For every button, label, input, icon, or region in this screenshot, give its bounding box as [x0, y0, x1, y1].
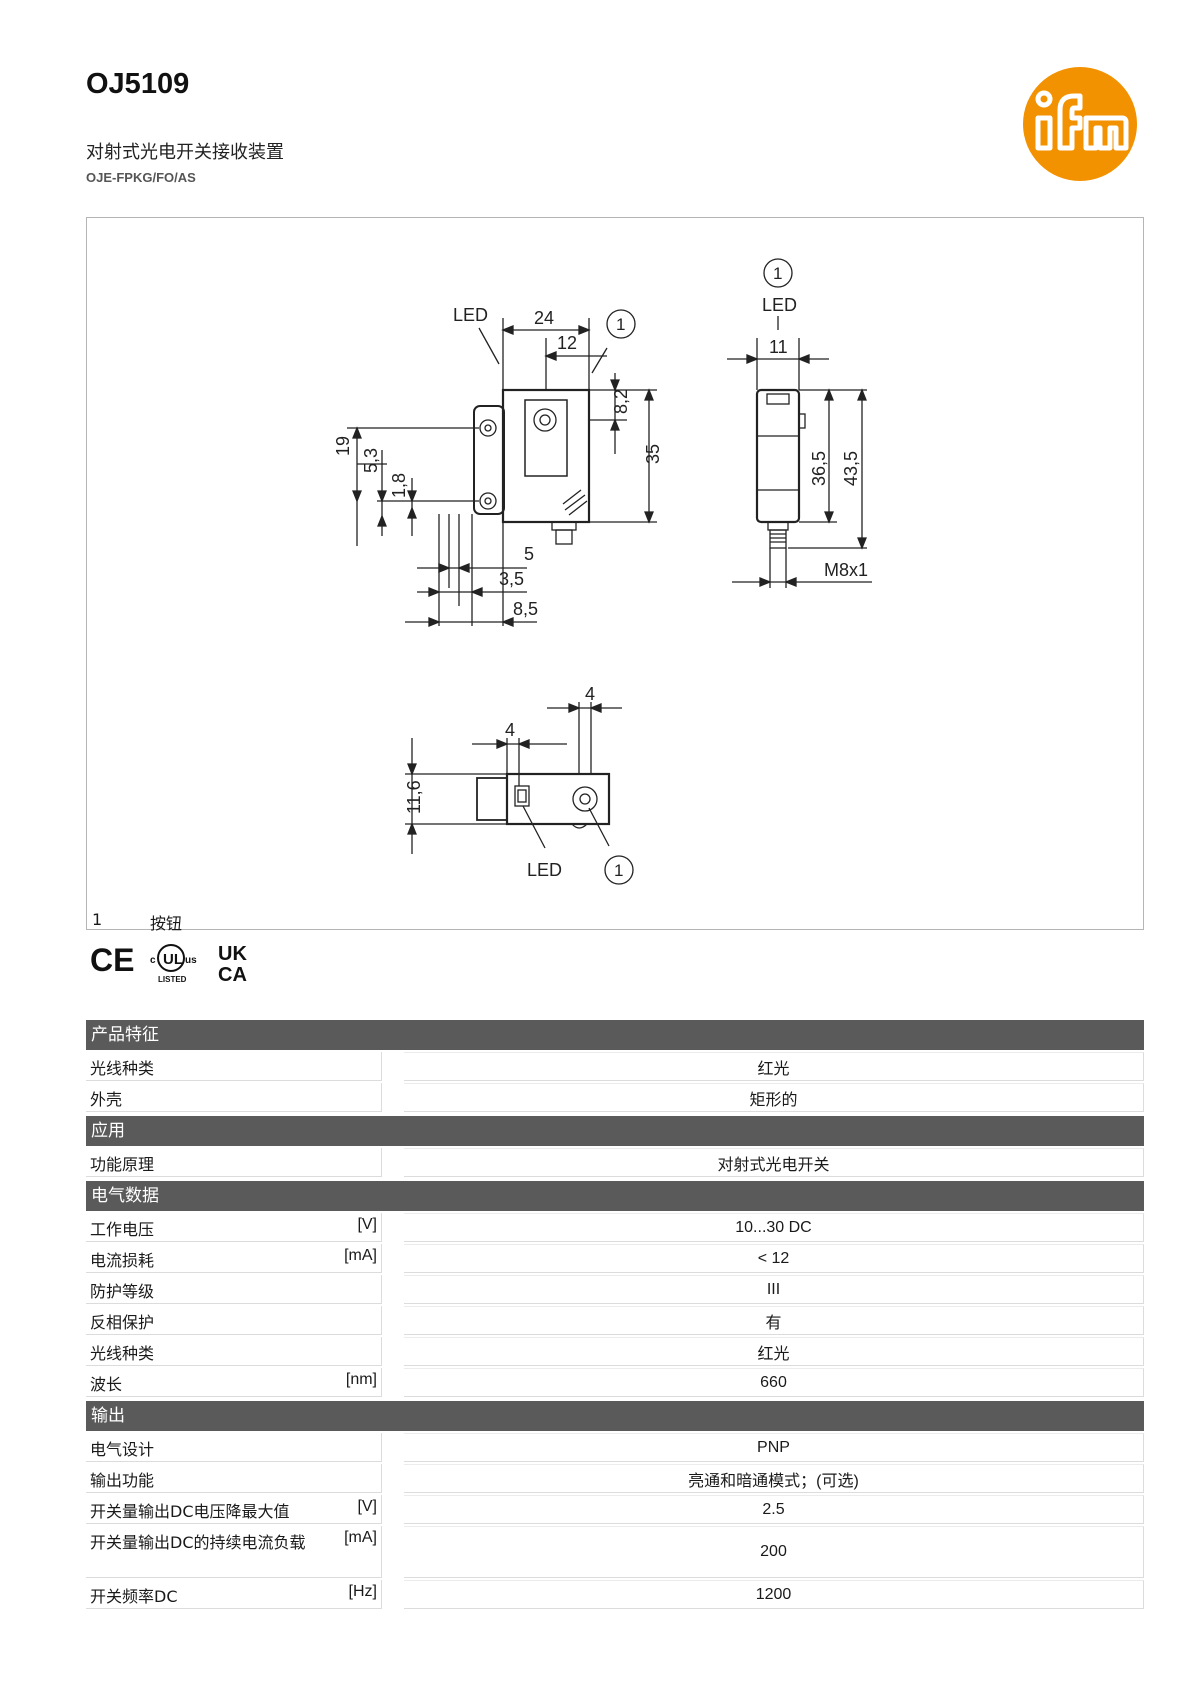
- svg-text:CA: CA: [218, 964, 247, 986]
- spec-label: 电气设计: [90, 1440, 155, 1459]
- dim-12: 12: [557, 333, 577, 353]
- side-view: 1 LED 11 36,5 43,5: [727, 258, 872, 588]
- ul-listed-mark: UL c us LISTED: [150, 944, 197, 984]
- circled-1-side: 1: [773, 264, 782, 283]
- dim-19: 19: [333, 436, 353, 456]
- spec-value: 红光: [404, 1052, 1144, 1081]
- legend-number: 1: [92, 910, 103, 929]
- specification-table: 产品特征 光线种类 红光 外壳 矩形的 应用 功能原理 对射式光电开关 电气数据…: [86, 1016, 1144, 1609]
- led-label-top: LED: [527, 860, 562, 880]
- spec-row: 工作电压 [V] 10...30 DC: [86, 1213, 1144, 1242]
- spec-value: 红光: [404, 1337, 1144, 1366]
- spec-value: 2.5: [404, 1495, 1144, 1524]
- spec-label: 防护等级: [90, 1282, 155, 1301]
- dim-3-5: 3,5: [499, 569, 524, 589]
- svg-text:UL: UL: [163, 951, 183, 968]
- legend-text: 按钮: [150, 914, 183, 933]
- spec-unit: [V]: [357, 1498, 377, 1515]
- spec-value: 对射式光电开关: [404, 1148, 1144, 1177]
- spec-unit: [Hz]: [348, 1583, 377, 1600]
- dim-4-left: 4: [505, 720, 515, 740]
- spec-value: 200: [404, 1526, 1144, 1578]
- circled-1-front: 1: [616, 315, 625, 334]
- spec-label: 光线种类: [90, 1059, 155, 1078]
- dim-m8: M8x1: [824, 560, 868, 580]
- spec-value: III: [404, 1275, 1144, 1304]
- spec-row: 外壳 矩形的: [86, 1083, 1144, 1112]
- spec-label: 电流损耗: [90, 1251, 155, 1270]
- led-label: LED: [453, 305, 488, 325]
- svg-text:UK: UK: [218, 943, 247, 965]
- dim-24: 24: [534, 308, 554, 328]
- spec-label: 反相保护: [90, 1313, 155, 1332]
- spec-label: 光线种类: [90, 1344, 155, 1363]
- product-code: OJ5109: [86, 68, 190, 100]
- spec-unit: [mA]: [344, 1529, 377, 1546]
- svg-text:LISTED: LISTED: [158, 975, 187, 984]
- spec-row: 功能原理 对射式光电开关: [86, 1148, 1144, 1177]
- spec-value: 矩形的: [404, 1083, 1144, 1112]
- spec-unit: [V]: [357, 1216, 377, 1233]
- article-designation: OJE-FPKG/FO/AS: [86, 170, 196, 185]
- section-header: 输出: [86, 1401, 1144, 1431]
- dim-8-5: 8,5: [513, 599, 538, 619]
- circled-1-top: 1: [614, 861, 623, 880]
- spec-value: 660: [404, 1368, 1144, 1397]
- spec-label: 开关量输出DC的持续电流负载: [90, 1533, 306, 1552]
- spec-label: 输出功能: [90, 1471, 155, 1490]
- led-label-side: LED: [762, 295, 797, 315]
- spec-row: 开关频率DC [Hz] 1200: [86, 1580, 1144, 1609]
- spec-value: < 12: [404, 1244, 1144, 1273]
- spec-label: 开关频率DC: [90, 1587, 178, 1606]
- svg-text:c: c: [150, 955, 156, 966]
- ukca-mark: UK CA: [218, 943, 247, 986]
- spec-value: 10...30 DC: [404, 1213, 1144, 1242]
- section-header: 电气数据: [86, 1181, 1144, 1211]
- spec-unit: [nm]: [345, 1371, 377, 1388]
- svg-text:us: us: [185, 955, 197, 966]
- spec-row: 光线种类 红光: [86, 1337, 1144, 1366]
- dim-1-8: 1,8: [389, 473, 409, 498]
- dim-43-5: 43,5: [841, 451, 861, 486]
- spec-row: 防护等级 III: [86, 1275, 1144, 1304]
- dim-11-6: 11,6: [404, 780, 424, 814]
- dim-36-5: 36,5: [809, 451, 829, 486]
- dim-35: 35: [643, 444, 663, 464]
- ce-mark: CE: [90, 942, 134, 978]
- technical-drawing: LED 24 12 1 8,2 35: [333, 258, 872, 885]
- dimension-drawing: LED 24 12 1 8,2 35: [86, 217, 1144, 930]
- spec-row: 光线种类 红光: [86, 1052, 1144, 1081]
- dim-5-3: 5,3: [361, 448, 381, 473]
- dim-5: 5: [524, 544, 534, 564]
- front-view: LED 24 12 1 8,2 35: [333, 305, 663, 627]
- dim-4-right: 4: [585, 684, 595, 704]
- spec-row: 开关量输出DC电压降最大值 [V] 2.5: [86, 1495, 1144, 1524]
- spec-row: 输出功能 亮通和暗通模式；(可选): [86, 1464, 1144, 1493]
- spec-row: 反相保护 有: [86, 1306, 1144, 1335]
- dim-11: 11: [769, 337, 788, 357]
- spec-label: 功能原理: [90, 1155, 155, 1174]
- spec-value: 亮通和暗通模式；(可选): [404, 1464, 1144, 1493]
- spec-row: 电气设计 PNP: [86, 1433, 1144, 1462]
- product-description: 对射式光电开关接收装置: [86, 142, 284, 163]
- spec-value: 1200: [404, 1580, 1144, 1609]
- top-view: 4 4 11,6 LED 1: [404, 684, 634, 885]
- spec-unit: [mA]: [344, 1247, 377, 1264]
- spec-value: 有: [404, 1306, 1144, 1335]
- spec-row: 开关量输出DC的持续电流负载 [mA] 200: [86, 1526, 1144, 1578]
- certification-marks: CE UL c us LISTED UK CA: [90, 942, 247, 986]
- spec-row: 电流损耗 [mA] < 12: [86, 1244, 1144, 1273]
- spec-value: PNP: [404, 1433, 1144, 1462]
- spec-label: 外壳: [90, 1090, 123, 1109]
- spec-label: 工作电压: [90, 1220, 155, 1239]
- svg-text:CE: CE: [90, 942, 134, 978]
- spec-label: 开关量输出DC电压降最大值: [90, 1502, 290, 1521]
- section-header: 产品特征: [86, 1020, 1144, 1050]
- dim-8-2: 8,2: [611, 389, 631, 414]
- section-header: 应用: [86, 1116, 1144, 1146]
- spec-label: 波长: [90, 1375, 123, 1394]
- spec-row: 波长 [nm] 660: [86, 1368, 1144, 1397]
- ifm-logo: [1023, 67, 1137, 181]
